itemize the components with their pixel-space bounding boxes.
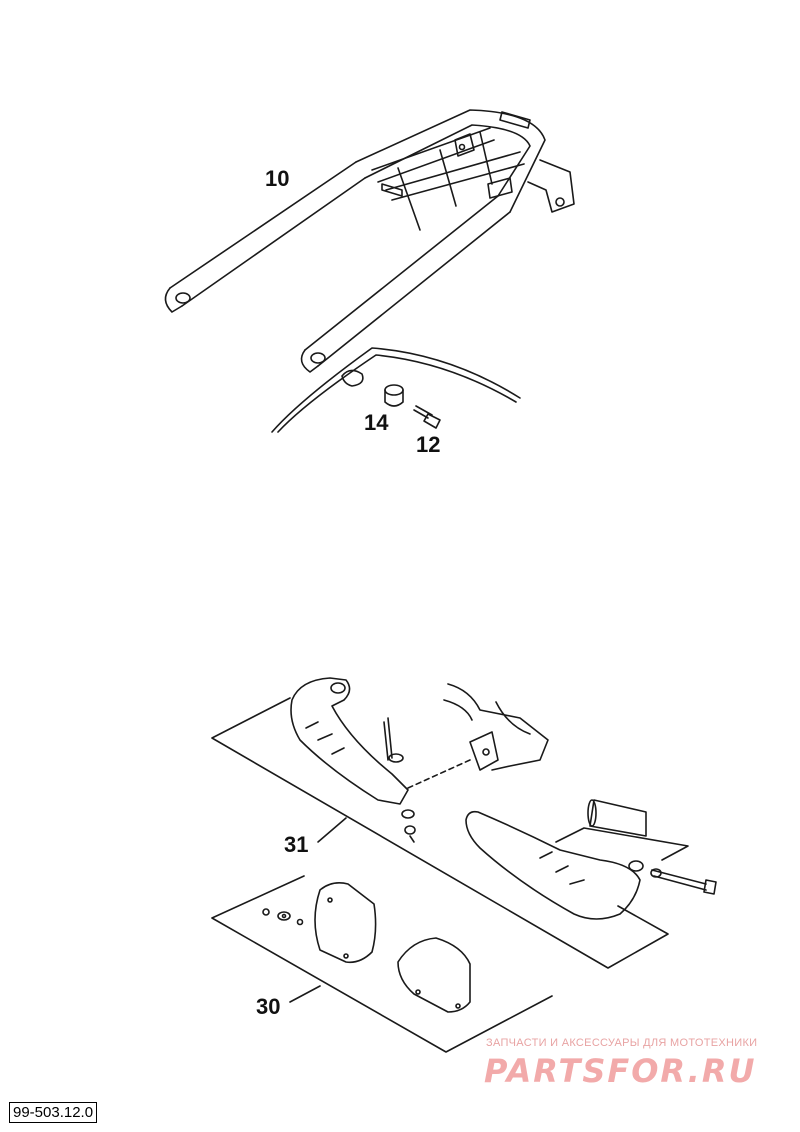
leader-30 — [289, 985, 321, 1003]
handguard-kit-drawing — [211, 677, 717, 969]
spacer-bushing-drawing — [384, 384, 404, 407]
leader-31 — [317, 817, 347, 843]
rack-bolt-drawing — [413, 405, 441, 429]
watermark-logo: PARTSFOR.RU — [484, 1052, 757, 1090]
fender-grommet — [341, 369, 364, 387]
callout-10: 10 — [265, 166, 290, 191]
callout-14: 14 — [364, 410, 389, 435]
callout-30: 30 — [256, 994, 281, 1019]
luggage-rack-drawing — [164, 109, 575, 373]
callout-12: 12 — [416, 432, 441, 457]
shield-set-drawing — [211, 875, 553, 1053]
watermark-caption: ЗАПЧАСТИ И АКСЕССУАРЫ ДЛЯ МОТОТЕХНИКИ — [486, 1037, 758, 1049]
callout-31: 31 — [284, 832, 309, 857]
fender-outline — [271, 347, 521, 433]
diagram-reference-number: 99-503.12.0 — [9, 1102, 98, 1123]
